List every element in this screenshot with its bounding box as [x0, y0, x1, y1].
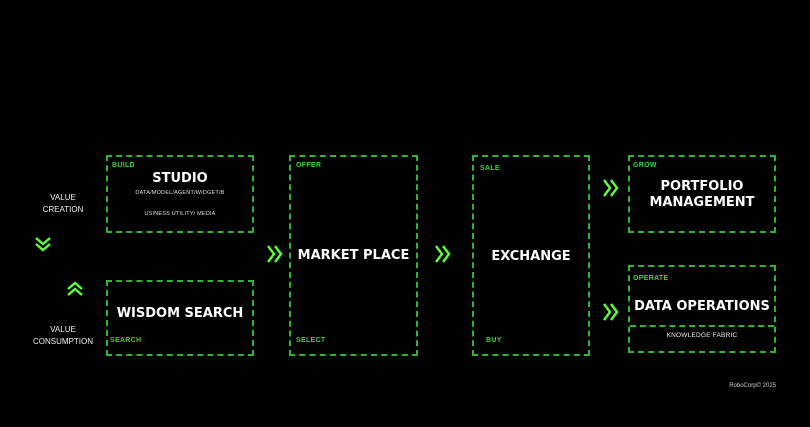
copyright-footer: RoboCorp© 2025 [729, 383, 776, 389]
value-consumption-label: VALUE CONSUMPTION [33, 325, 93, 346]
data-operations-title: DATA OPERATIONS [634, 299, 770, 314]
wisdom-search-box[interactable]: WISDOM SEARCH SEARCH [106, 280, 254, 356]
exchange-box[interactable]: SALE EXCHANGE BUY [472, 155, 590, 356]
build-tag: BUILD [112, 162, 135, 169]
operate-tag: OPERATE [633, 275, 669, 282]
portfolio-management-box[interactable]: GROW PORTFOLIO MANAGEMENT [628, 155, 776, 233]
data-operations-divider [630, 325, 774, 327]
buy-tag: BUY [486, 337, 502, 344]
sale-tag: SALE [480, 165, 500, 172]
chevron-up-icon [67, 281, 83, 296]
studio-title: STUDIO [152, 171, 208, 186]
studio-line-2: USINESS UTILITY/ MEDIA [144, 211, 216, 217]
chevron-right-icon [435, 245, 451, 263]
chevron-right-icon [603, 303, 619, 321]
select-tag: SELECT [296, 337, 326, 344]
wisdom-search-title: WISDOM SEARCH [116, 306, 244, 321]
studio-box[interactable]: BUILD STUDIO DATA/MODEL/AGENT/WIDGET/B U… [106, 155, 254, 233]
chevron-right-icon [603, 179, 619, 197]
offer-tag: OFFER [296, 162, 322, 169]
search-tag: SEARCH [110, 337, 142, 344]
value-creation-label: VALUE CREATION [42, 193, 84, 214]
market-place-title: MARKET PLACE [297, 248, 410, 263]
market-place-box[interactable]: OFFER MARKET PLACE SELECT [289, 155, 418, 356]
portfolio-management-title: PORTFOLIO MANAGEMENT [649, 179, 755, 210]
data-operations-box[interactable]: OPERATE DATA OPERATIONS KNOWLEDGE FABRIC [628, 265, 776, 353]
exchange-title: EXCHANGE [491, 249, 571, 264]
studio-line-1: DATA/MODEL/AGENT/WIDGET/B [135, 190, 225, 196]
grow-tag: GROW [633, 162, 657, 169]
chevron-down-icon [35, 237, 51, 252]
chevron-right-icon [267, 245, 283, 263]
knowledge-fabric-label: KNOWLEDGE FABRIC [666, 332, 738, 339]
